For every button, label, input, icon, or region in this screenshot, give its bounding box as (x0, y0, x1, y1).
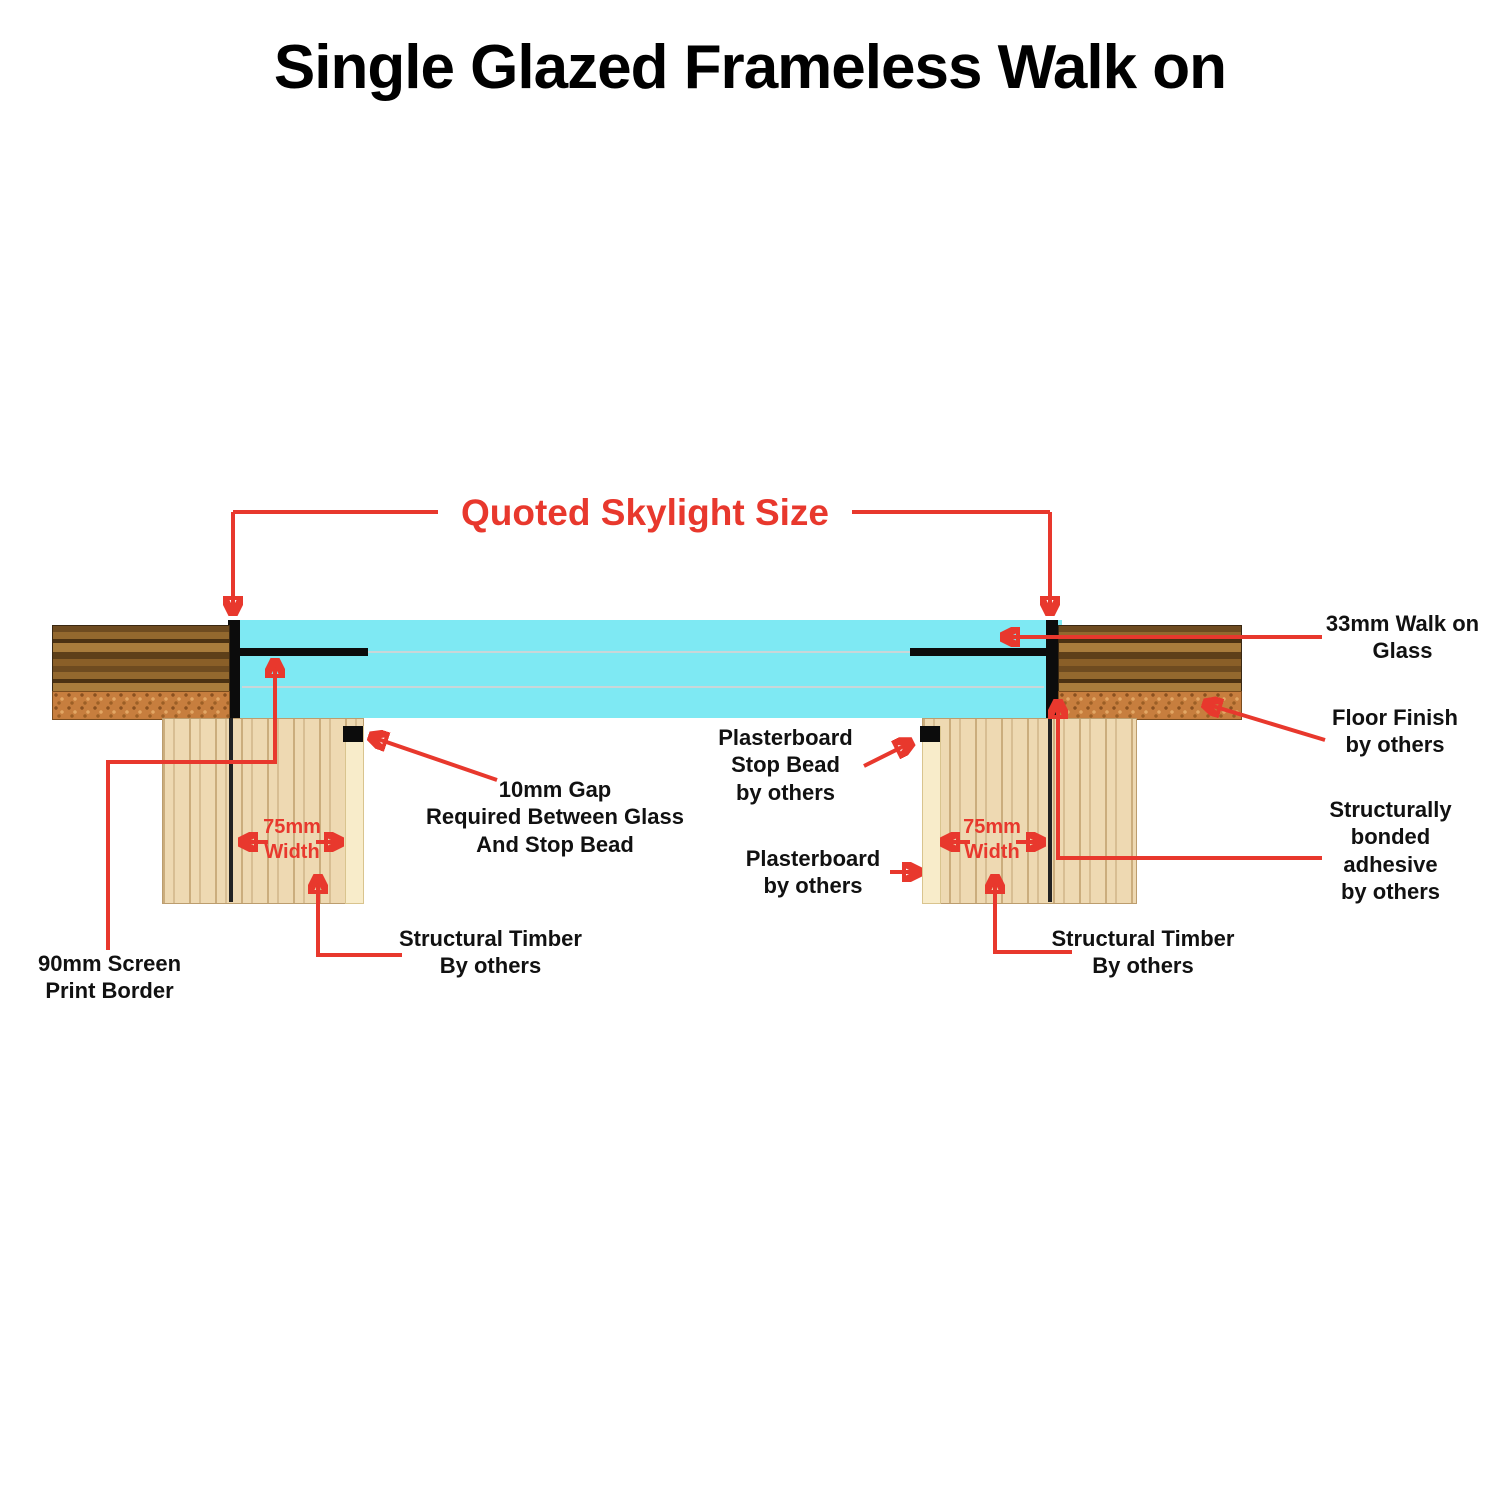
width-left-label: 75mm Width (263, 816, 321, 863)
right-floor-finish-wood (1058, 625, 1242, 693)
left-floor-finish-wood (52, 625, 230, 693)
floor-finish-label: Floor Finish by others (1332, 705, 1458, 758)
right-stop-bead (920, 726, 940, 742)
right-screen-print-bar (910, 648, 1046, 656)
gap-pointer (372, 737, 498, 782)
walk-on-glass-label: 33mm Walk on Glass (1325, 611, 1480, 664)
glass-lamination-line-lower (242, 686, 1044, 688)
timber-left-label: Structural Timber By others (399, 926, 582, 979)
timber-right-label: Structural Timber By others (1051, 926, 1235, 979)
left-plasterboard (345, 726, 364, 904)
left-glass-edge-line (229, 718, 233, 902)
stop-bead-label: Plasterboard Stop Bead by others (718, 725, 853, 805)
quoted-skylight-size-label: Quoted Skylight Size (461, 492, 829, 533)
left-structural-timber (162, 718, 364, 904)
right-plasterboard (922, 726, 941, 904)
left-stop-bead (343, 726, 363, 742)
glass-panel (230, 620, 1062, 718)
left-screen-print-bar (240, 648, 368, 656)
right-edge-seal (1046, 620, 1058, 718)
glass-lamination-line-upper (242, 651, 1044, 653)
screen-print-border-label: 90mm Screen Print Border (37, 951, 182, 1004)
right-floor-underlay-cork (1058, 691, 1242, 720)
gap-label: 10mm Gap Required Between Glass And Stop… (426, 777, 684, 857)
stop-bead-pointer (863, 743, 910, 768)
plasterboard-label: Plasterboard by others (745, 846, 881, 899)
bonded-adhesive-label: Structurally bonded adhesive by others (1329, 797, 1452, 904)
left-floor-underlay-cork (52, 691, 230, 720)
right-glass-edge-line (1048, 718, 1052, 902)
right-structural-timber (922, 718, 1137, 904)
page-title: Single Glazed Frameless Walk on (273, 33, 1227, 102)
width-right-label: 75mm Width (963, 816, 1021, 863)
